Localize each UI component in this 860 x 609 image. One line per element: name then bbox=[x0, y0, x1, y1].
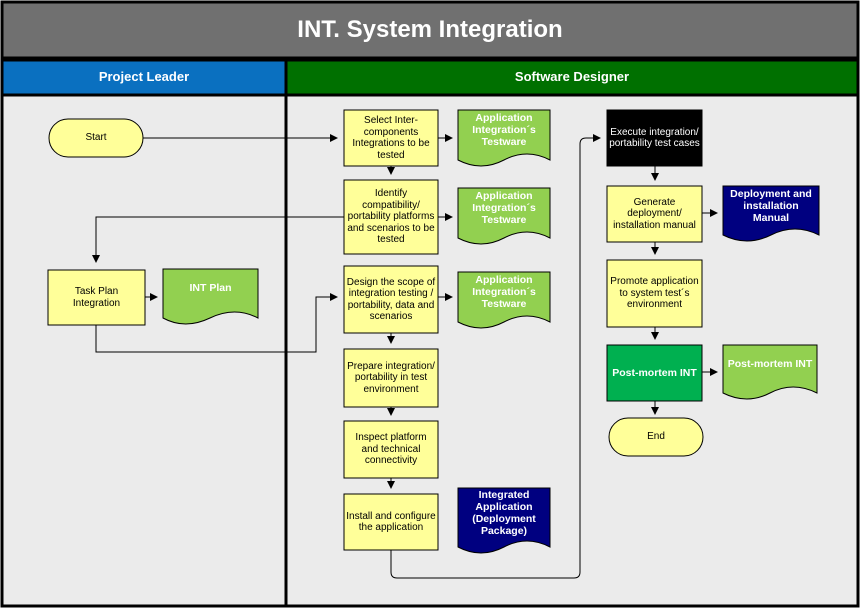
identify-box bbox=[343, 179, 439, 255]
testware-1-label: Application Integration´s Testware bbox=[472, 111, 536, 149]
testware-doc-1 bbox=[457, 109, 551, 167]
testware-doc-2 bbox=[457, 187, 551, 245]
lane-label-software-designer: Software Designer bbox=[514, 69, 630, 85]
start-terminator bbox=[48, 118, 144, 158]
promote-label: Promote application to system test´s env… bbox=[610, 276, 699, 311]
execute-label: Execute integration/ portability test ca… bbox=[609, 126, 700, 150]
integrated-app-label: Integrated Application (Deployment Packa… bbox=[472, 488, 536, 538]
deploy-manual-doc bbox=[722, 185, 820, 242]
lane-body-project-leader bbox=[0, 93, 288, 608]
page-title: INT. System Integration bbox=[297, 16, 563, 44]
install-label: Install and configure the application bbox=[346, 510, 436, 534]
prepare-box bbox=[343, 348, 439, 408]
install-box bbox=[343, 493, 439, 551]
postmortem-box bbox=[606, 344, 703, 402]
promote-box bbox=[606, 259, 703, 328]
testware-3-label: Application Integration´s Testware bbox=[472, 273, 536, 311]
inspect-label: Inspect platform and technical connectiv… bbox=[355, 432, 427, 467]
title-bar bbox=[0, 0, 860, 60]
postmortem-doc-label: Post-mortem INT bbox=[727, 357, 813, 370]
connectors bbox=[92, 134, 718, 579]
deploy-manual-label: Deployment and installation Manual bbox=[730, 187, 812, 225]
end-label: End bbox=[647, 431, 665, 443]
task-plan-label: Task Plan Integration bbox=[72, 286, 121, 309]
int-plan-label: INT Plan bbox=[189, 281, 232, 294]
design-scope-box bbox=[343, 265, 439, 334]
integrated-app-doc bbox=[457, 487, 551, 554]
testware-doc-3 bbox=[457, 271, 551, 329]
edge-install-execute bbox=[390, 134, 601, 579]
edge-taskplan-design bbox=[95, 293, 338, 353]
select-components-box bbox=[343, 109, 439, 167]
start-label: Start bbox=[85, 132, 107, 144]
design-scope-label: Design the scope of integration testing … bbox=[346, 276, 436, 323]
inspect-box bbox=[343, 420, 439, 479]
edge-identify-taskplan bbox=[92, 216, 344, 263]
execute-box bbox=[606, 109, 703, 167]
postmortem-label: Post-mortem INT bbox=[612, 366, 697, 379]
identify-label: Identify compatibility/ portability plat… bbox=[347, 188, 435, 246]
postmortem-doc bbox=[722, 344, 818, 400]
generate-box bbox=[606, 185, 703, 243]
testware-2-label: Application Integration´s Testware bbox=[472, 189, 536, 227]
int-plan-doc bbox=[162, 268, 259, 325]
end-terminator bbox=[608, 417, 704, 457]
prepare-label: Prepare integration/ portability in test… bbox=[347, 360, 435, 395]
lane-label-project-leader: Project Leader bbox=[98, 69, 190, 85]
task-plan-box bbox=[47, 269, 146, 326]
select-components-label: Select Inter-components Integrations to … bbox=[352, 115, 430, 161]
generate-label: Generate deployment/ installation manual bbox=[613, 196, 696, 231]
